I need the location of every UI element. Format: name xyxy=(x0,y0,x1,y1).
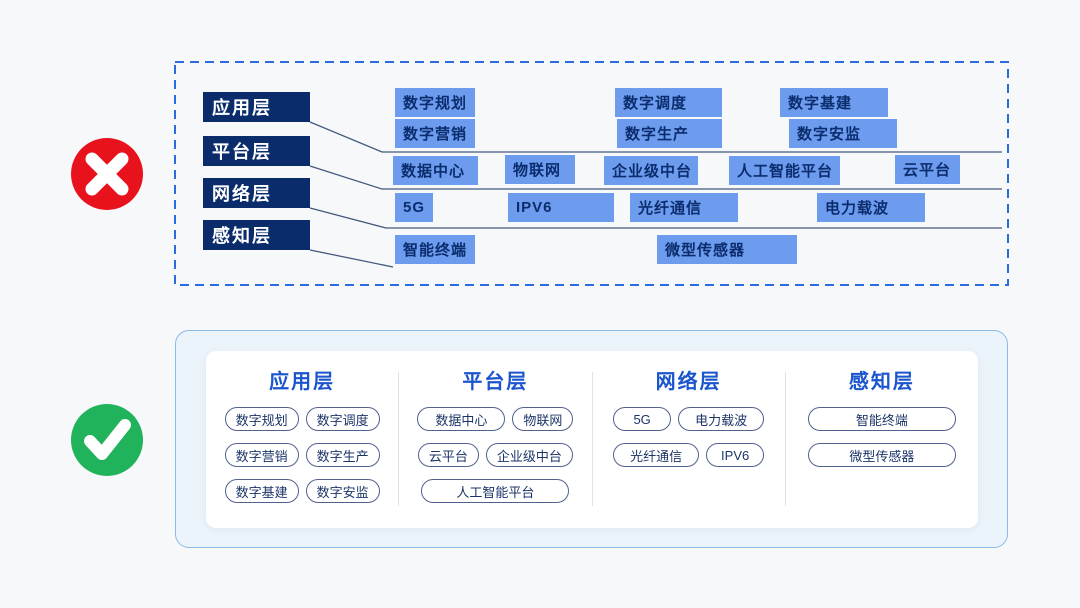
tech-pill: IPV6 xyxy=(706,443,765,467)
bad-tech-box: 光纤通信 xyxy=(630,193,738,222)
tech-pill: 人工智能平台 xyxy=(421,479,570,503)
bad-tech-box: 智能终端 xyxy=(395,235,475,264)
tech-pill: 光纤通信 xyxy=(613,443,700,467)
tech-pill: 数字基建 xyxy=(224,479,299,503)
layer-column-platform: 平台层 数据中心 物联网 云平台 企业级中台 人工智能平台 xyxy=(398,372,591,506)
bad-layer-tag-network: 网络层 xyxy=(203,178,310,208)
tech-pill: 数字调度 xyxy=(305,407,380,431)
bad-tech-box: 数字安监 xyxy=(789,119,897,148)
pill-group: 5G 电力载波 光纤通信 IPV6 xyxy=(600,407,778,467)
bad-tech-box: 数字生产 xyxy=(617,119,722,148)
tech-pill: 云平台 xyxy=(417,443,479,467)
layer-column-perception: 感知层 智能终端 微型传感器 xyxy=(784,371,978,506)
bad-layer-tag-perception: 感知层 xyxy=(203,220,310,250)
pill-group: 智能终端 微型传感器 xyxy=(793,407,971,467)
tech-pill: 数字营销 xyxy=(224,443,299,467)
bad-tech-box: 云平台 xyxy=(895,155,960,184)
bad-tech-box: 物联网 xyxy=(505,155,575,184)
tech-pill: 数字安监 xyxy=(305,479,380,503)
bad-tech-box: 数字规划 xyxy=(395,88,475,117)
connector-perception-layer xyxy=(309,249,394,268)
bad-tech-box: 人工智能平台 xyxy=(729,156,840,185)
tech-pill: 微型传感器 xyxy=(807,443,956,467)
bad-tech-box: 数字基建 xyxy=(780,88,888,117)
tech-pill: 数据中心 xyxy=(417,407,506,431)
layer-column-network: 网络层 5G 电力载波 光纤通信 IPV6 xyxy=(591,371,785,506)
tech-pill: 数字生产 xyxy=(305,443,380,467)
column-title: 应用层 xyxy=(269,371,336,393)
tech-pill: 电力载波 xyxy=(678,407,765,431)
bad-layer-tag-application: 应用层 xyxy=(203,92,310,122)
pill-group: 数据中心 物联网 云平台 企业级中台 人工智能平台 xyxy=(406,407,584,503)
bad-tech-box: 数据中心 xyxy=(393,156,478,185)
good-example-panel: 应用层 数字规划 数字调度 数字营销 数字生产 数字基建 数字安监 平台层 数据… xyxy=(175,330,1008,548)
bad-tech-box: 企业级中台 xyxy=(604,156,698,185)
good-example-card: 应用层 数字规划 数字调度 数字营销 数字生产 数字基建 数字安监 平台层 数据… xyxy=(206,351,978,528)
column-title: 网络层 xyxy=(655,371,722,393)
tech-pill: 企业级中台 xyxy=(485,443,573,467)
bad-tech-box: IPV6 xyxy=(508,193,614,222)
check-circle-icon xyxy=(71,404,143,476)
tech-pill: 物联网 xyxy=(512,407,574,431)
bad-layer-tag-platform: 平台层 xyxy=(203,136,310,166)
bad-tech-box: 数字营销 xyxy=(395,119,475,148)
column-title: 平台层 xyxy=(462,371,529,393)
tech-pill: 5G xyxy=(613,407,672,431)
bad-tech-box: 微型传感器 xyxy=(657,235,797,264)
tech-pill: 数字规划 xyxy=(224,407,299,431)
tech-pill: 智能终端 xyxy=(807,407,956,431)
bad-tech-box: 数字调度 xyxy=(615,88,722,117)
x-circle-icon xyxy=(71,138,143,210)
pill-group: 数字规划 数字调度 数字营销 数字生产 数字基建 数字安监 xyxy=(213,407,391,503)
bad-tech-box: 电力载波 xyxy=(817,193,925,222)
bad-tech-box: 5G xyxy=(395,193,433,222)
layer-column-application: 应用层 数字规划 数字调度 数字营销 数字生产 数字基建 数字安监 xyxy=(206,372,398,506)
column-title: 感知层 xyxy=(848,371,915,393)
